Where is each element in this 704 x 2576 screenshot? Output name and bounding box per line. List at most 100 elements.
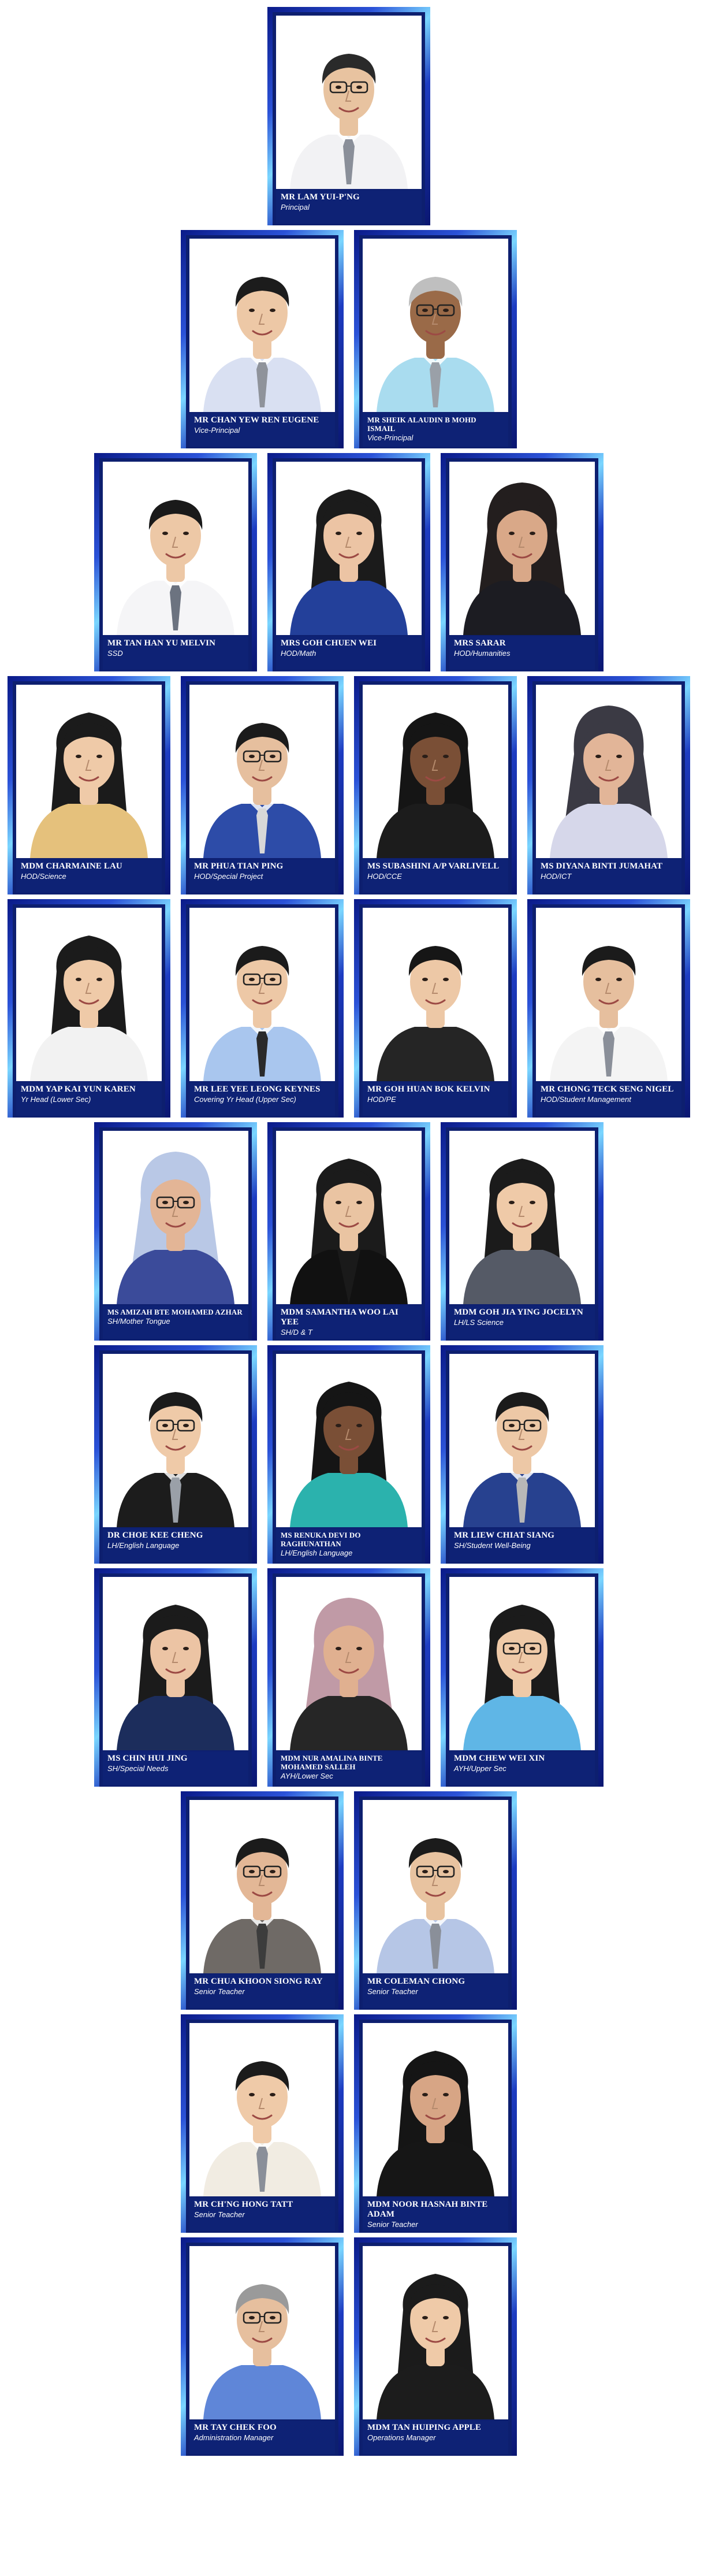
portrait-illustration: [363, 2246, 508, 2419]
portrait-illustration: [363, 685, 508, 858]
staff-role: HOD/Special Project: [194, 872, 263, 881]
staff-photo: [363, 2023, 508, 2196]
staff-photo: [363, 1800, 508, 1973]
staff-name: MDM GOH JIA YING JOCELYN: [454, 1308, 583, 1317]
staff-name: MS DIYANA BINTI JUMAHAT: [541, 862, 663, 871]
staff-photo: [189, 908, 335, 1081]
staff-name: MRS SARAR: [454, 639, 506, 648]
staff-photo: [103, 1577, 248, 1750]
staff-photo: [103, 1354, 248, 1527]
staff-name: MS CHIN HUI JING: [107, 1754, 188, 1763]
staff-role: LH/LS Science: [454, 1318, 504, 1327]
staff-name: MRS GOH CHUEN WEI: [281, 639, 377, 648]
staff-name: MR LAM YUI-P'NG: [281, 192, 360, 202]
staff-name: MR COLEMAN CHONG: [367, 1977, 465, 1986]
staff-photo: [449, 1577, 595, 1750]
staff-role: Administration Manager: [194, 2433, 274, 2442]
staff-role: SSD: [107, 649, 123, 658]
staff-name: MDM YAP KAI YUN KAREN: [21, 1085, 136, 1094]
staff-role: Senior Teacher: [367, 2220, 418, 2229]
staff-role: SH/Student Well-Being: [454, 1541, 531, 1550]
staff-name: MS AMIZAH BTE MOHAMED AZHAR: [107, 1308, 243, 1316]
portrait-illustration: [189, 2246, 335, 2419]
staff-role: HOD/CCE: [367, 872, 402, 881]
staff-photo: [536, 908, 681, 1081]
portrait-illustration: [103, 462, 248, 635]
staff-name: MS SUBASHINI A/P VARLIVELL: [367, 862, 500, 871]
staff-role: HOD/ICT: [541, 872, 572, 881]
portrait-illustration: [363, 1800, 508, 1973]
staff-role: LH/English Language: [281, 1549, 353, 1557]
staff-name: MR CH'NG HONG TATT: [194, 2200, 293, 2209]
staff-name: MDM NUR AMALINA BINTE MOHAMED SALLEH: [281, 1754, 383, 1771]
staff-role: SH/Mother Tongue: [107, 1317, 170, 1326]
staff-role: SH/D & T: [281, 1328, 312, 1337]
portrait-illustration: [276, 1354, 422, 1527]
staff-role: HOD/Student Management: [541, 1095, 631, 1104]
staff-role: LH/English Language: [107, 1541, 180, 1550]
staff-name: MR PHUA TIAN PING: [194, 862, 284, 871]
staff-photo: [103, 1131, 248, 1304]
staff-role: Principal: [281, 203, 310, 211]
portrait-illustration: [16, 908, 162, 1081]
staff-role: HOD/Humanities: [454, 649, 511, 658]
staff-photo: [189, 2246, 335, 2419]
staff-photo: [363, 908, 508, 1081]
staff-role: Senior Teacher: [367, 1987, 418, 1996]
staff-photo: [189, 685, 335, 858]
staff-name: MR TAY CHEK FOO: [194, 2423, 277, 2432]
staff-photo: [276, 1577, 422, 1750]
portrait-illustration: [363, 908, 508, 1081]
staff-photo: [363, 685, 508, 858]
staff-name: MS RENUKA DEVI DO RAGHUNATHAN: [281, 1531, 361, 1548]
staff-name: MR LIEW CHIAT SIANG: [454, 1531, 555, 1540]
portrait-illustration: [276, 1131, 422, 1304]
portrait-illustration: [276, 462, 422, 635]
